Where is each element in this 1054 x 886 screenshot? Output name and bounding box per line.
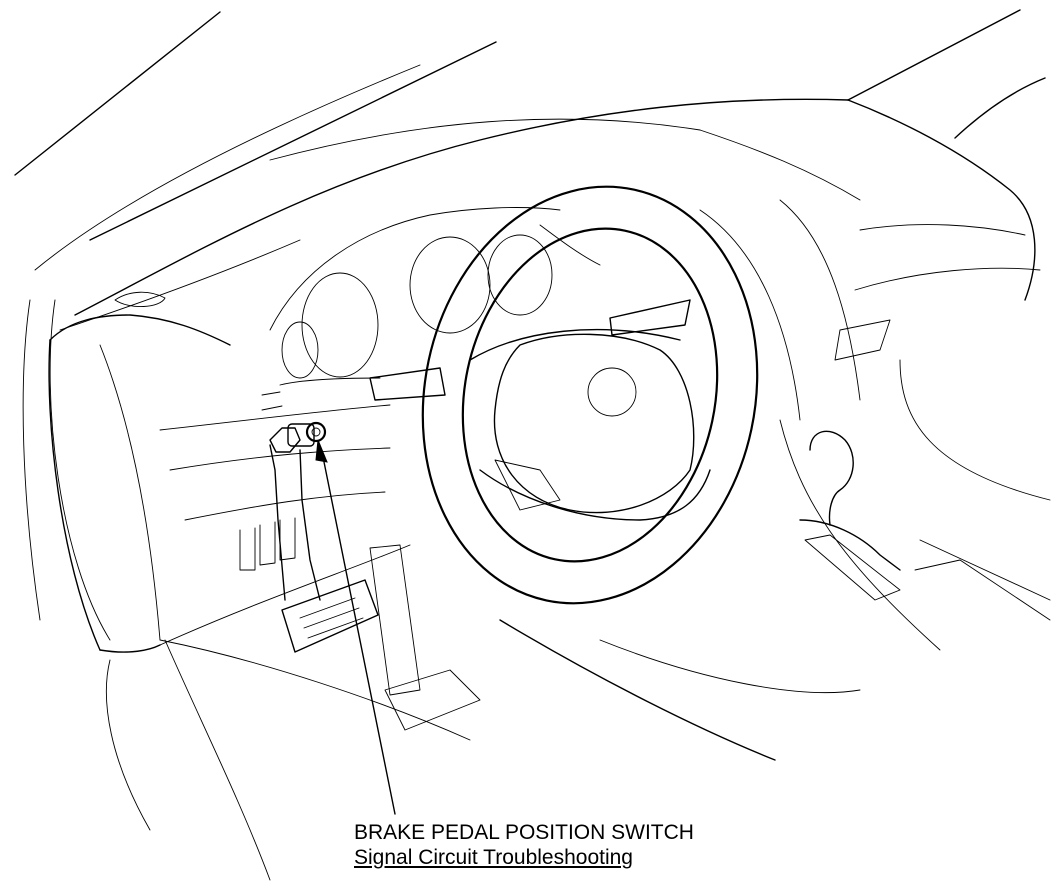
dashboard-top (59, 9, 1046, 331)
part-name-label: BRAKE PEDAL POSITION SWITCH (354, 821, 694, 844)
brake-pedal (281, 579, 379, 653)
dash-left-panel (48, 291, 271, 881)
steering-wheel (369, 185, 759, 605)
callout-leader-arrow (315, 439, 396, 815)
a-pillar (14, 11, 497, 641)
floor (159, 619, 861, 761)
lower-dash (159, 391, 411, 646)
brake-pedal-position-switch (269, 421, 327, 601)
center-stack (699, 199, 1051, 651)
part-callout: BRAKE PEDAL POSITION SWITCH Signal Circu… (354, 820, 694, 870)
accelerator-pedal (369, 544, 481, 731)
troubleshooting-link[interactable]: Signal Circuit Troubleshooting (354, 846, 633, 869)
shift-lever (799, 430, 1051, 621)
instrument-cluster (269, 207, 561, 386)
